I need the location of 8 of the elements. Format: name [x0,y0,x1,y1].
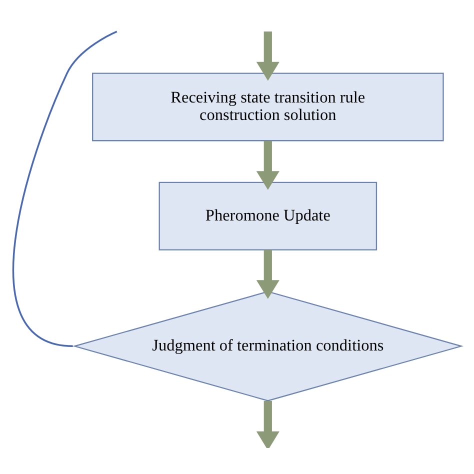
arrow [256,140,280,190]
arrow [256,250,280,299]
arrow [256,32,280,81]
node-box: Receiving state transition rule construction solution [92,72,444,142]
node-box: Pheromone Update [158,182,378,250]
node-diamond: Judgment of termination conditions [72,290,464,402]
arrow [256,401,280,448]
connector [12,30,118,347]
